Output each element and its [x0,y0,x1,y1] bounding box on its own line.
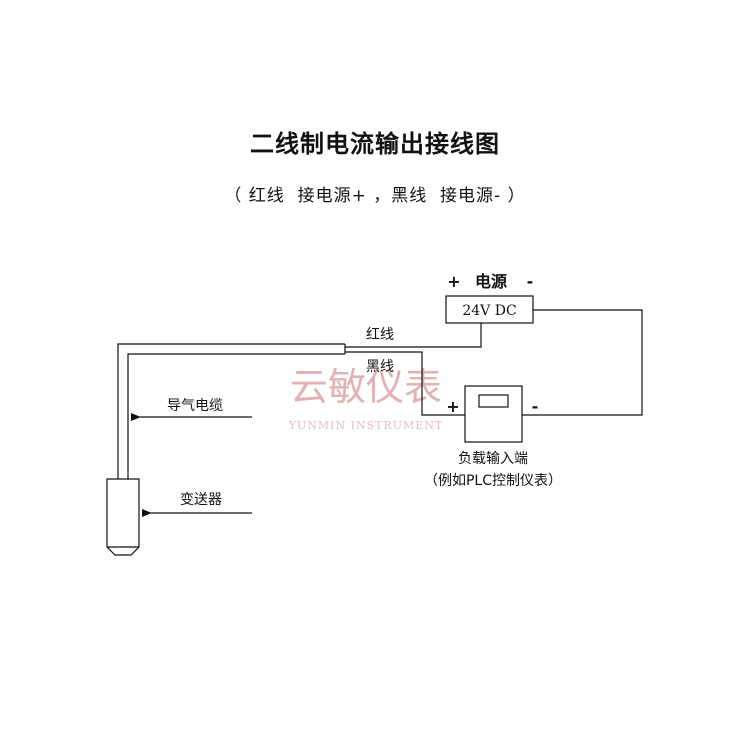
load-device-box [464,385,523,443]
watermark-text: 云敏仪表 [290,365,442,409]
load-minus-label: - [532,397,539,416]
return-wire [522,309,643,416]
power-supply-box [445,295,534,324]
load-display [478,394,509,408]
power-minus-label: - [527,272,534,291]
power-voltage-label: 24V DC [462,303,516,319]
black-wire-label: 黑线 [366,359,394,375]
cable-outer-line [117,343,345,479]
cable-label: 导气电缆 [167,398,223,414]
load-plus-label: + [446,397,459,416]
power-plus-label: + [447,272,460,291]
red-wire-label: 红线 [366,327,394,343]
watermark-subtext: YUNMIN INSTRUMENT [288,419,444,432]
load-label: 负载输入端 [458,451,528,467]
load-note: （例如PLC控制仪表） [424,473,562,489]
black-wire [345,351,465,416]
power-label: 电源 [475,272,507,291]
transmitter-body [106,478,140,556]
transmitter-label: 变送器 [180,492,222,508]
diagram-title: 二线制电流输出接线图 [250,130,500,158]
red-wire [345,323,482,348]
diagram-subtitle: （ 红线 接电源+ ，黑线 接电源- ） [224,186,526,206]
cable-inner-line [127,353,345,479]
